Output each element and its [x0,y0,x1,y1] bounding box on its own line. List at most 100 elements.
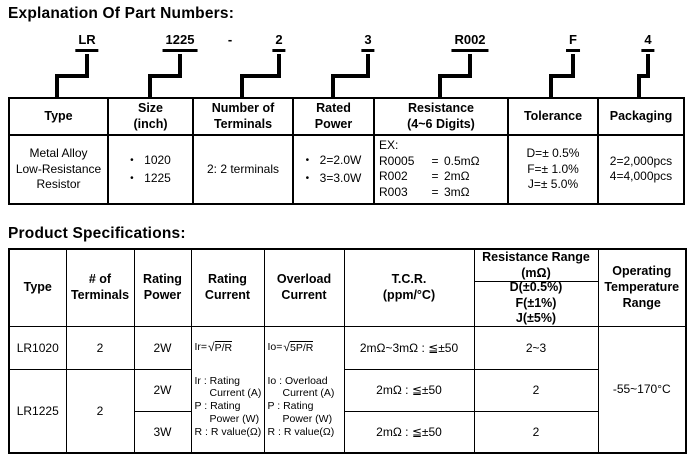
part-segment-type: LR [75,32,99,53]
header-label: # of [88,272,112,287]
type-line: Resistor [36,177,81,192]
size-value: 1225 [144,171,171,186]
header-rated-power: Rated Power [292,96,375,137]
legend-line: Power (W) [209,412,260,425]
connector-line [331,78,335,97]
overload-current-formula: Io=√5P/R [268,327,343,368]
header-label: F(±1%) [515,295,557,310]
part-number-table: Type Size (inch) Number of Terminals Rat… [8,96,685,205]
overload-current-legend: Io : Overload Current (A) P : Rating Pow… [268,375,343,439]
connector-line [438,78,442,97]
formula-prefix: Ir= [194,341,208,353]
tolerance-option: F=± 1.0% [527,161,579,176]
formula-prefix: Io= [267,341,283,353]
type-line: Low-Resistance [15,161,102,176]
resistance-example-label: EX: [379,138,399,153]
packaging-option: 2=2,000pcs [609,153,673,168]
header-label: Rated [316,101,351,115]
part-segment-power: 3 [361,32,375,53]
power-option: •3=3.0W [306,169,362,187]
bullet-icon: • [305,155,310,167]
connector-line [240,78,244,97]
radical-sign: √ [208,340,215,354]
rating-current-legend: Ir : Rating Current (A) P : Rating Power… [195,375,263,439]
cell-rating-power: 2W [133,368,192,412]
header-label: Rating [143,272,182,287]
formula-radicand: P/R [214,340,233,354]
cell-terminals: 2: 2 terminals [192,134,294,205]
packaging-option: 4=4,000pcs [609,169,673,184]
connector-line [549,78,553,97]
resistance-code: R0005 [379,153,415,168]
rating-current-formula: Ir=√P/R [195,327,263,368]
size-value: 1020 [144,153,171,168]
part-segment-size: 1225 [162,32,198,53]
bullet-icon: • [130,173,134,185]
cell-packaging-options: 2=2,000pcs 4=4,000pcs [597,134,685,205]
connector-line [549,54,575,78]
part-segment-terminals: 2 [272,32,286,53]
legend-line: P : Rating [267,400,314,413]
spec-header-resistance-range: Resistance Range (mΩ) D(±0.5%) F(±1%) J(… [473,248,599,327]
header-label: (mΩ) [521,265,551,280]
connector-line [438,54,472,78]
cell-resistance-examples: EX: R0005 = 0.5mΩ R002=2mΩ R003=3mΩ [373,134,509,205]
cell-rated-power-options: •2=2.0W •3=3.0W [292,134,375,205]
header-label: Resistance Range [482,249,590,264]
resistance-example-row: R003=3mΩ [379,185,505,201]
spec-header-overload-current: Overload Current [263,248,345,327]
resistance-example-row: R002=2mΩ [379,169,505,185]
spec-header-operating-temperature: Operating Temperature Range [597,248,687,327]
header-label: Type [23,279,52,294]
resistance-range-tolerances: D(±0.5%) F(±1%) J(±5%) [474,280,598,326]
spec-header-rating-current: Rating Current [190,248,265,327]
legend-line: R : R value(Ω) [267,425,335,438]
header-type: Type [8,96,109,137]
legend-line: Current (A) [282,387,335,400]
spec-header-terminals: # of Terminals [65,248,135,327]
header-label: Resistance [407,101,474,115]
resistance-code: R003 [379,185,408,200]
header-label: Terminals [70,287,130,302]
header-label: Power [314,116,353,131]
cell-tcr: 2mΩ : ≦±50 [343,410,475,454]
connector-line [148,54,182,78]
connector-line [331,54,370,78]
cell-rating-power: 3W [133,410,192,454]
resistance-example-row: R0005 = 0.5mΩ [379,154,505,170]
bullet-icon: • [305,173,310,185]
header-label: D(±0.5%) [509,280,563,295]
resistance-value: 0.5mΩ [444,153,480,168]
legend-line: Io : Overload [267,374,328,387]
cell-tcr: 2mΩ : ≦±50 [343,368,475,412]
header-label: Temperature [604,279,680,294]
power-option: •2=2.0W [306,151,362,169]
tolerance-option: D=± 0.5% [526,146,580,161]
tolerance-option: J=± 5.0% [527,177,579,192]
bullet-icon: • [130,155,134,167]
header-label: Range [622,295,661,310]
size-option: • 1225 [130,169,171,187]
header-label: Operating [612,264,672,279]
cell-model-lr1020: LR1020 [8,325,67,370]
connector-line [55,54,89,78]
cell-resistance-range: 2 [473,410,599,454]
legend-line: R : R value(Ω) [194,425,262,438]
header-label: T.C.R. [391,272,427,287]
header-label: (4~6 Digits) [407,116,475,131]
header-size: Size (inch) [107,96,194,137]
header-label: J(±5%) [515,311,557,326]
header-label: (inch) [133,116,168,131]
header-label: Current [204,287,251,302]
resistance-code: R002 [379,169,408,184]
spec-header-rating-power: Rating Power [133,248,192,327]
header-label: Current [281,287,327,302]
header-resistance: Resistance (4~6 Digits) [373,96,509,137]
connector-line [240,54,281,78]
connector-line [148,78,152,97]
header-label: (ppm/°C) [382,287,436,302]
cell-overload-current: Io=√5P/R Io : Overload Current (A) P : R… [263,325,345,454]
cell-tcr: 2mΩ~3mΩ : ≦±50 [343,325,475,370]
connector-line [637,78,641,97]
equals-sign: = [431,153,439,168]
